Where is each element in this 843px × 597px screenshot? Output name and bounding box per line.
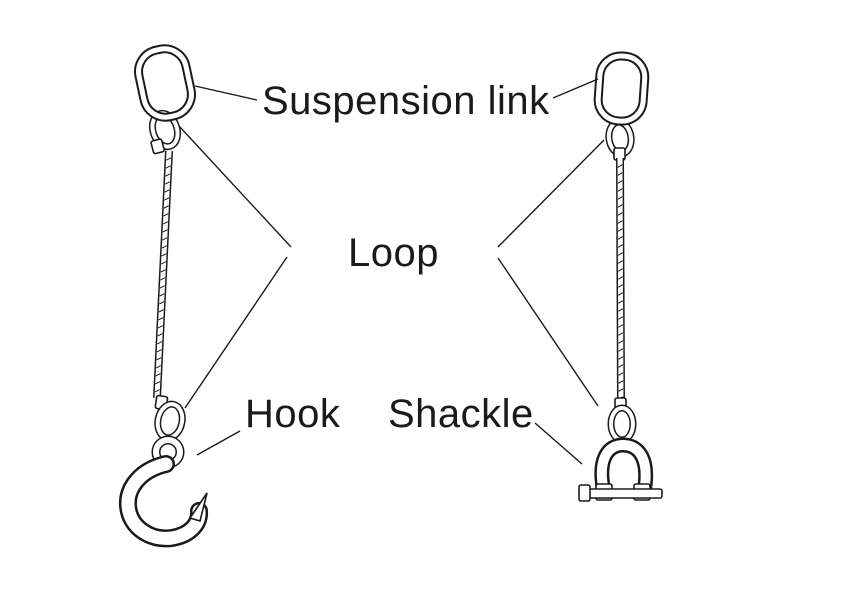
- suspension-link-right: [593, 51, 650, 126]
- leader-suspension-left: [194, 85, 258, 101]
- shackle-pin: [587, 488, 663, 499]
- rope-strands-left: [154, 157, 172, 393]
- leader-loop-bottomright: [497, 257, 599, 407]
- leader-loop-topleft: [178, 125, 292, 248]
- leader-loop-topright: [497, 139, 605, 248]
- shackle-label: Shackle: [388, 392, 534, 436]
- bottom-loop-right: [607, 404, 637, 444]
- hook-tip: [188, 492, 208, 523]
- rope-strands-right: [617, 164, 624, 400]
- hook: [119, 435, 208, 548]
- leader-suspension-right: [552, 78, 599, 99]
- shackle-pin-head: [578, 484, 591, 502]
- ferrule-top-left: [150, 138, 165, 155]
- leader-loop-bottomleft: [184, 256, 288, 409]
- wire-rope-left: [153, 150, 173, 399]
- wire-rope-right: [616, 157, 625, 403]
- shackle: [578, 437, 663, 502]
- leader-hook: [196, 430, 241, 456]
- hook-label: Hook: [245, 392, 341, 436]
- leader-lines: [178, 78, 605, 465]
- right-sling: [578, 51, 663, 502]
- left-sling: [119, 44, 208, 548]
- loop-label: Loop: [348, 231, 439, 275]
- suspension-link-left: [134, 44, 196, 122]
- suspension-link-label: Suspension link: [262, 79, 550, 123]
- leader-shackle: [534, 422, 583, 465]
